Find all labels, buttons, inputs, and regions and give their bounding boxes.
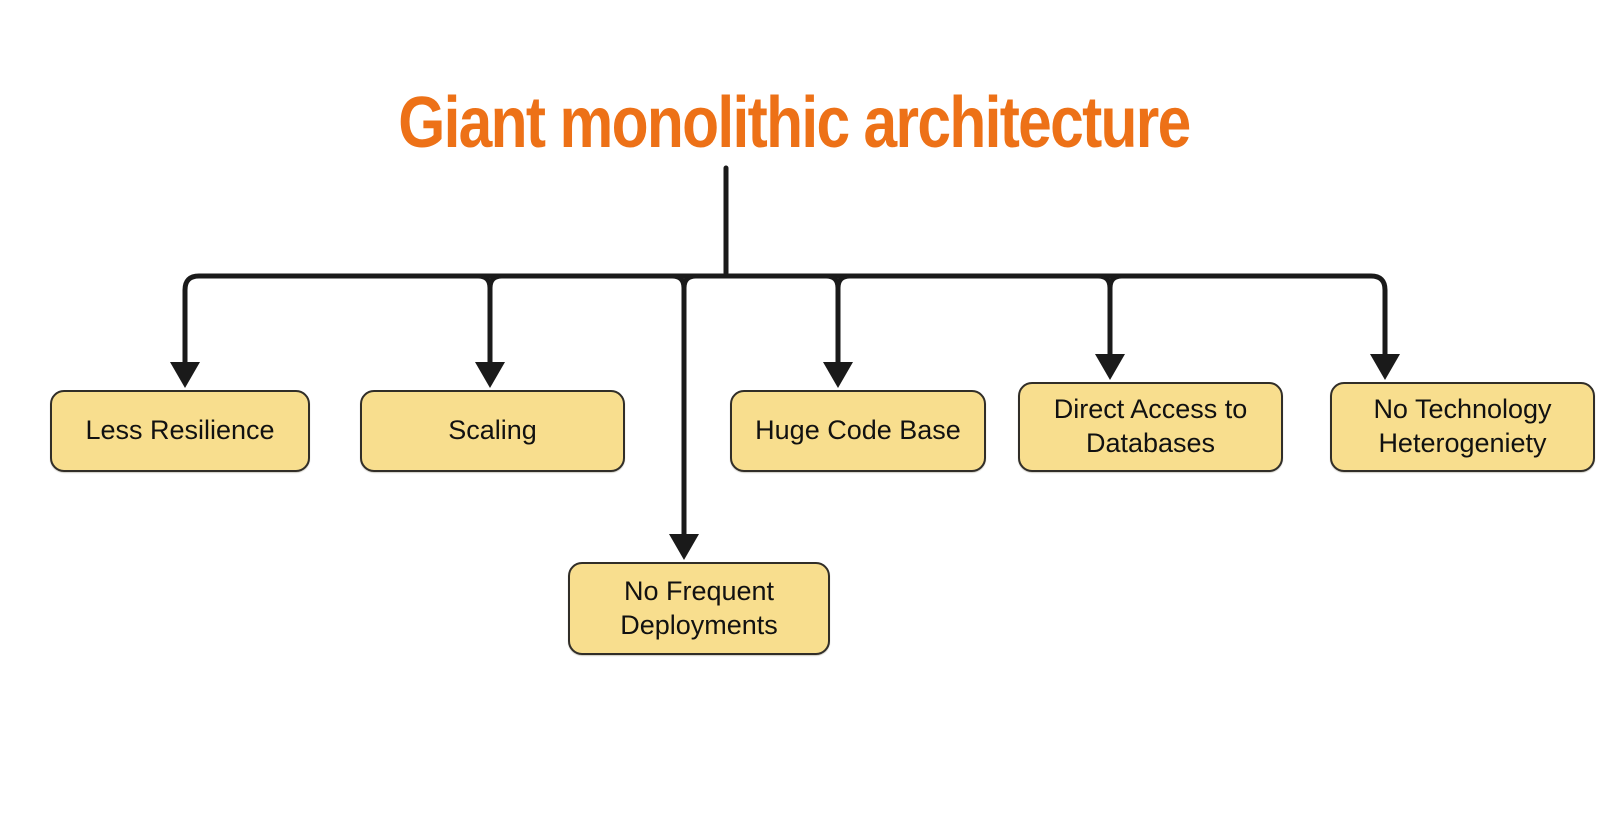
node-label: Less Resilience: [85, 415, 275, 446]
node-label: Huge Code Base: [755, 415, 961, 446]
arrowhead-less-resilience: [170, 362, 200, 388]
arrowhead-no-technology: [1370, 354, 1400, 380]
arrowhead-huge-code-base: [823, 362, 853, 388]
branch-drop-direct-access: [1095, 273, 1125, 361]
node-label: No Technology Heterogeniety: [1373, 394, 1552, 458]
diagram-title: Giant monolithic architecture: [398, 83, 1191, 163]
node-no-technology-heterogeniety: No Technology Heterogeniety: [1330, 382, 1595, 472]
node-less-resilience: Less Resilience: [50, 390, 310, 472]
node-label: No Frequent Deployments: [620, 575, 778, 640]
arrowhead-direct-access: [1095, 354, 1125, 380]
node-label: Direct Access to Databases: [1053, 394, 1248, 458]
branch-drop-scaling: [475, 273, 505, 369]
node-label: Scaling: [448, 415, 537, 446]
node-huge-code-base: Huge Code Base: [730, 390, 986, 472]
arrowhead-no-frequent-deployments: [669, 534, 699, 560]
branch-rail: [182, 273, 1388, 369]
node-direct-access-to-databases: Direct Access to Databases: [1018, 382, 1283, 472]
node-scaling: Scaling: [360, 390, 625, 472]
arrowhead-scaling: [475, 362, 505, 388]
node-no-frequent-deployments: No Frequent Deployments: [568, 562, 830, 655]
branch-drop-no-frequent-deployments: [669, 273, 699, 541]
branch-drop-huge-code-base: [823, 273, 853, 369]
